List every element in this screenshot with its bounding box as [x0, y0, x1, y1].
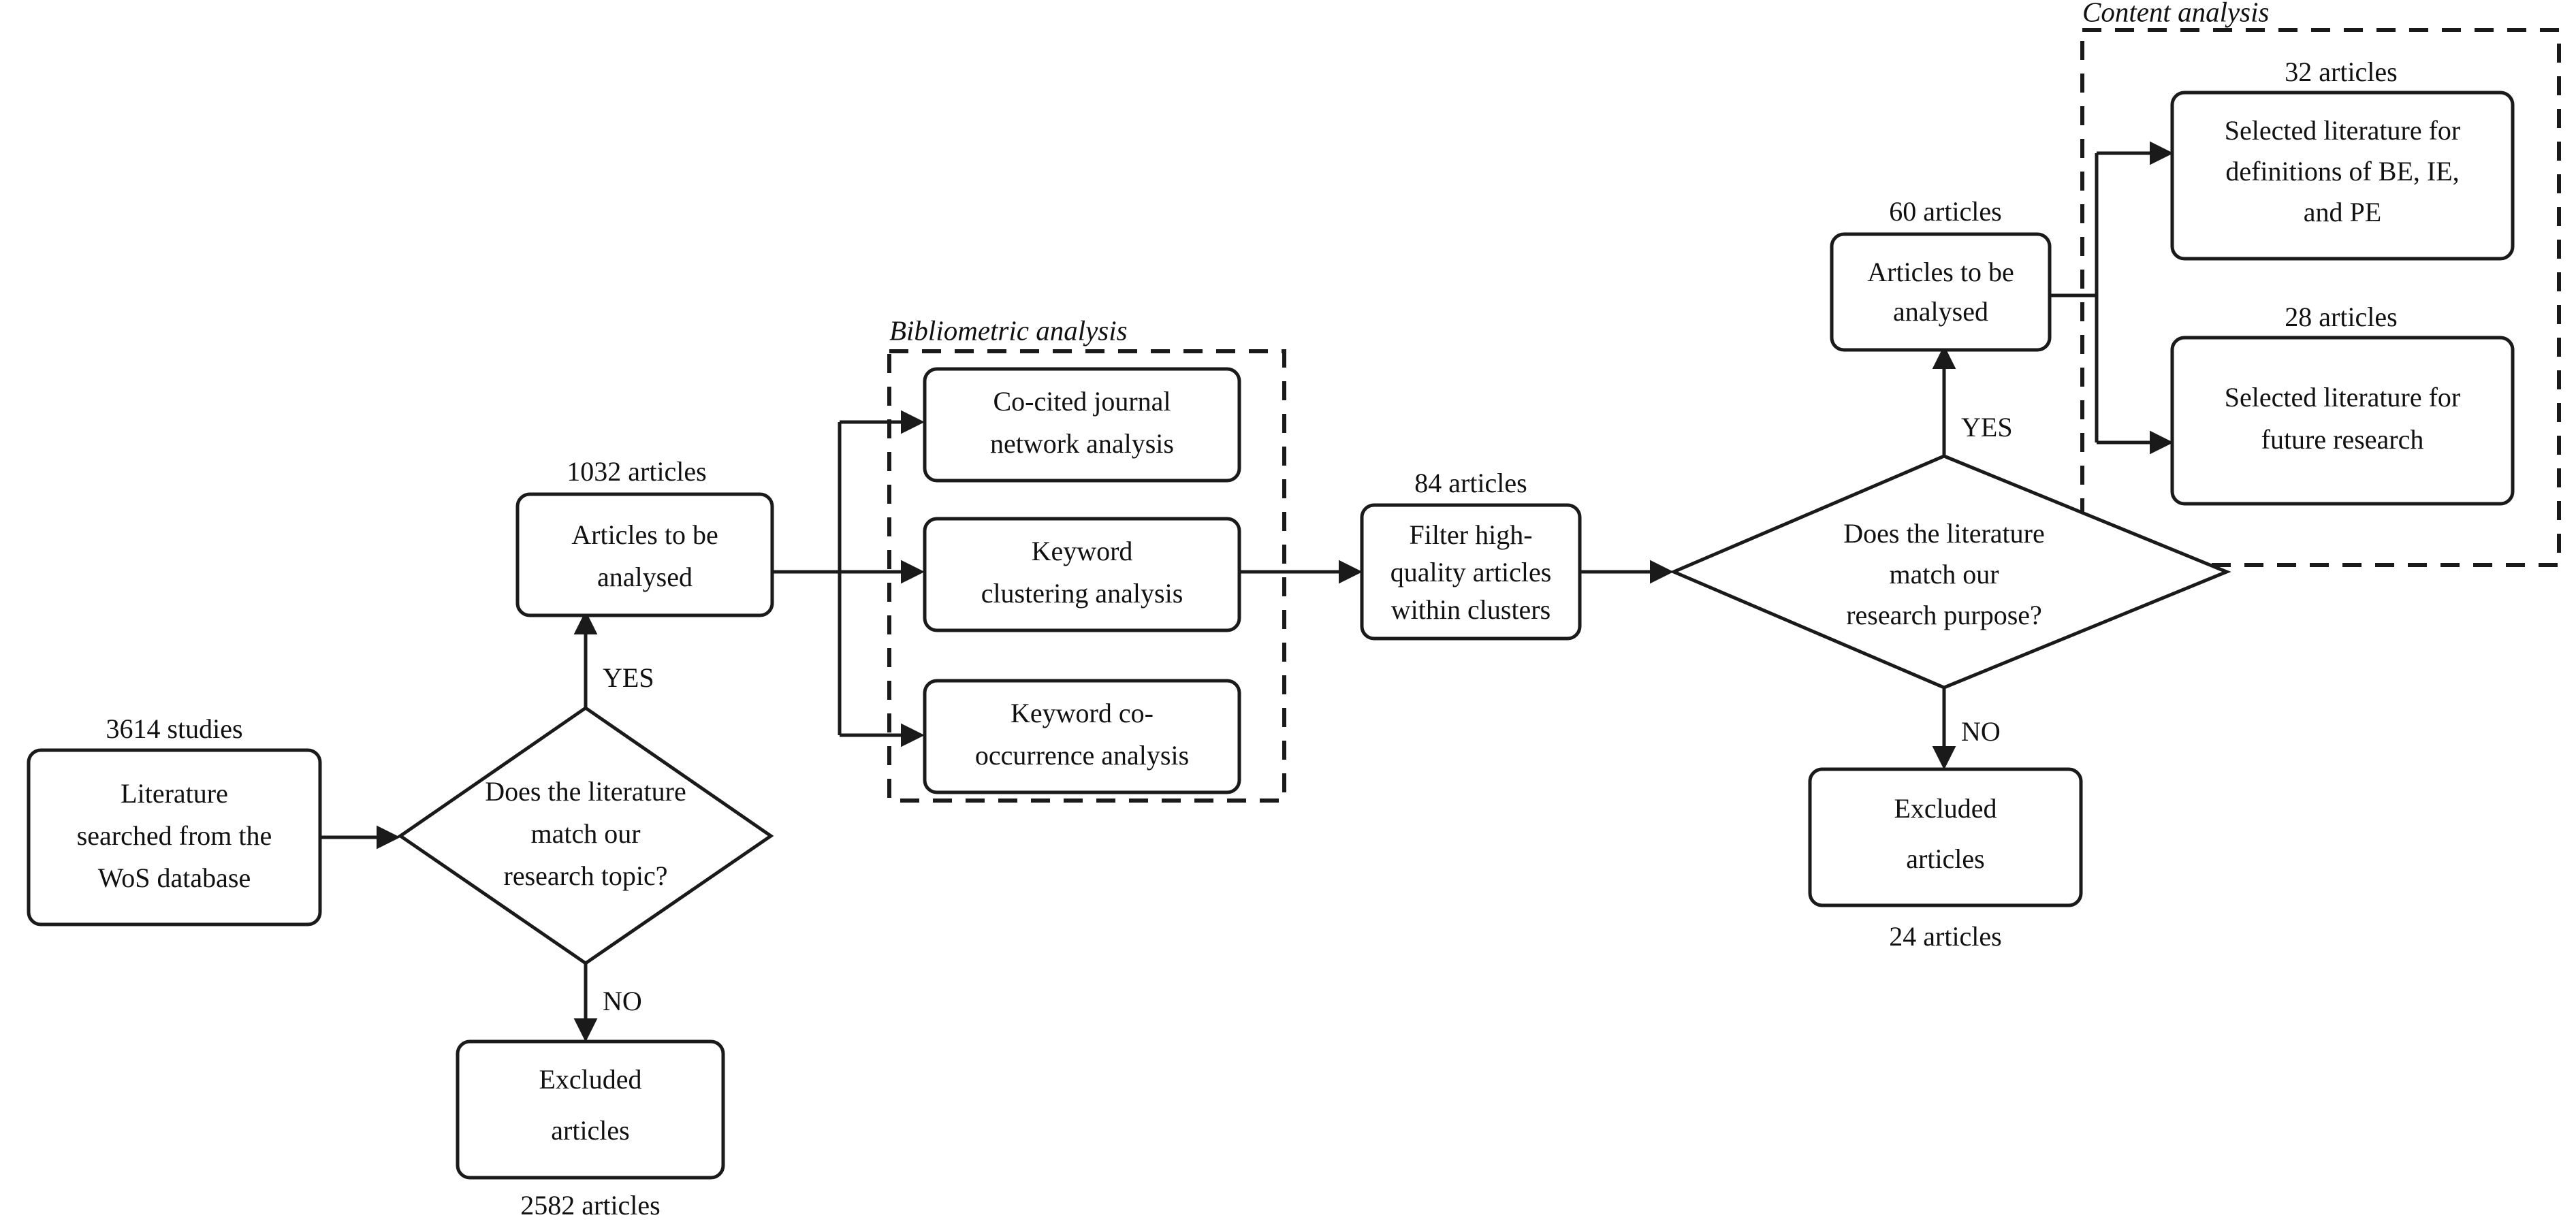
cocited-journal-line1: Co-cited journal	[993, 386, 1171, 417]
node-selected-literature-definitions[interactable]: 32 articles Selected literature for defi…	[2170, 57, 2515, 261]
excluded-purpose-line2: articles	[1906, 843, 1985, 874]
node-literature-source[interactable]: 3614 studies Literature searched from th…	[27, 713, 322, 926]
keyword-clustering-line2: clustering analysis	[981, 578, 1183, 609]
keyword-cooccurrence-line2: occurrence analysis	[975, 740, 1189, 771]
cocited-journal-box[interactable]	[923, 367, 1241, 483]
keyword-cooccurrence-box[interactable]	[923, 679, 1241, 794]
node-articles-to-be-analysed-60[interactable]: 60 articles Articles to be analysed	[1830, 196, 2052, 352]
articles1032-box[interactable]	[515, 492, 774, 617]
cocited-journal-line2: network analysis	[990, 428, 1174, 459]
group-bibliometric-analysis: Bibliometric analysis	[887, 314, 1286, 803]
keyword-cooccurrence-line1: Keyword co-	[1011, 698, 1154, 728]
caption-28-articles: 28 articles	[2285, 302, 2398, 332]
keyword-clustering-line1: Keyword	[1032, 536, 1133, 566]
node-filter-high-quality-articles[interactable]: 84 articles Filter high- quality article…	[1360, 468, 1582, 641]
excluded-purpose-line1: Excluded	[1894, 793, 1997, 824]
decision-purpose-diamond[interactable]	[1669, 454, 2231, 690]
literature-source-line1: Literature	[121, 778, 228, 809]
caption-32-articles: 32 articles	[2285, 57, 2398, 87]
selected-definitions-line3: and PE	[2304, 197, 2381, 227]
articles60-line2: analysed	[1893, 296, 1988, 327]
caption-1032-articles: 1032 articles	[567, 456, 707, 487]
filter-quality-line3: within clusters	[1391, 594, 1551, 625]
selected-definitions-line1: Selected literature for	[2225, 115, 2460, 146]
selected-future-box[interactable]	[2170, 336, 2515, 506]
node-decision-research-purpose[interactable]: Does the literature match our research p…	[1669, 454, 2231, 690]
node-excluded-articles-topic[interactable]: Excluded articles 2582 articles	[456, 1039, 725, 1221]
node-keyword-clustering-analysis[interactable]: Keyword clustering analysis	[923, 517, 1241, 632]
literature-source-box[interactable]	[27, 748, 322, 926]
decision-topic-line3: research topic?	[504, 860, 668, 891]
node-cocited-journal-network-analysis[interactable]: Co-cited journal network analysis	[923, 367, 1241, 483]
literature-source-line2: searched from the	[77, 820, 272, 851]
edge-label-topic-yes: YES	[603, 662, 654, 693]
edge-label-topic-no: NO	[603, 986, 642, 1016]
caption-24-articles: 24 articles	[1889, 921, 2002, 952]
selected-definitions-box[interactable]	[2170, 91, 2515, 261]
group-content-analysis: Content analysis	[2080, 0, 2561, 567]
edge-label-purpose-yes: YES	[1961, 412, 2013, 442]
caption-84-articles: 84 articles	[1414, 468, 1527, 498]
node-excluded-articles-purpose[interactable]: Excluded articles 24 articles	[1808, 767, 2083, 952]
decision-purpose-line2: match our	[1889, 559, 1999, 590]
edge-label-purpose-no: NO	[1961, 716, 2001, 747]
content-dashed-border	[2080, 28, 2561, 567]
caption-60-articles: 60 articles	[1889, 196, 2002, 227]
articles1032-line2: analysed	[597, 562, 693, 592]
excluded-topic-box[interactable]	[456, 1039, 725, 1180]
node-decision-research-topic[interactable]: Does the literature match our research t…	[397, 705, 774, 966]
selected-future-line1: Selected literature for	[2225, 382, 2460, 413]
caption-2582-articles: 2582 articles	[520, 1190, 661, 1221]
decision-topic-line2: match our	[530, 818, 640, 849]
filter-quality-line2: quality articles	[1390, 557, 1552, 587]
excluded-topic-line1: Excluded	[539, 1064, 641, 1095]
selected-future-line2: future research	[2261, 424, 2424, 455]
filter-quality-line1: Filter high-	[1409, 519, 1532, 550]
node-keyword-cooccurrence-analysis[interactable]: Keyword co- occurrence analysis	[923, 679, 1241, 794]
articles1032-line1: Articles to be	[571, 519, 718, 550]
bibliometric-dashed-border	[887, 349, 1286, 803]
literature-source-line3: WoS database	[98, 862, 251, 893]
selected-definitions-line2: definitions of BE, IE,	[2225, 156, 2459, 187]
node-selected-literature-future-research[interactable]: 28 articles Selected literature for futu…	[2170, 302, 2515, 506]
excluded-purpose-box[interactable]	[1808, 767, 2083, 907]
decision-purpose-line3: research purpose?	[1846, 600, 2042, 630]
articles60-line1: Articles to be	[1867, 257, 2014, 287]
caption-3614-studies: 3614 studies	[106, 713, 242, 744]
articles60-box[interactable]	[1830, 232, 2052, 352]
decision-topic-line1: Does the literature	[485, 776, 686, 807]
filter-quality-box[interactable]	[1360, 503, 1582, 641]
node-articles-to-be-analysed-1032[interactable]: 1032 articles Articles to be analysed	[515, 456, 774, 617]
excluded-topic-line2: articles	[551, 1115, 630, 1146]
decision-topic-diamond[interactable]	[397, 705, 774, 966]
group-label-bibliometric: Bibliometric analysis	[889, 314, 1128, 346]
group-label-content: Content analysis	[2082, 0, 2269, 27]
keyword-clustering-box[interactable]	[923, 517, 1241, 632]
decision-purpose-line1: Does the literature	[1843, 518, 2044, 549]
